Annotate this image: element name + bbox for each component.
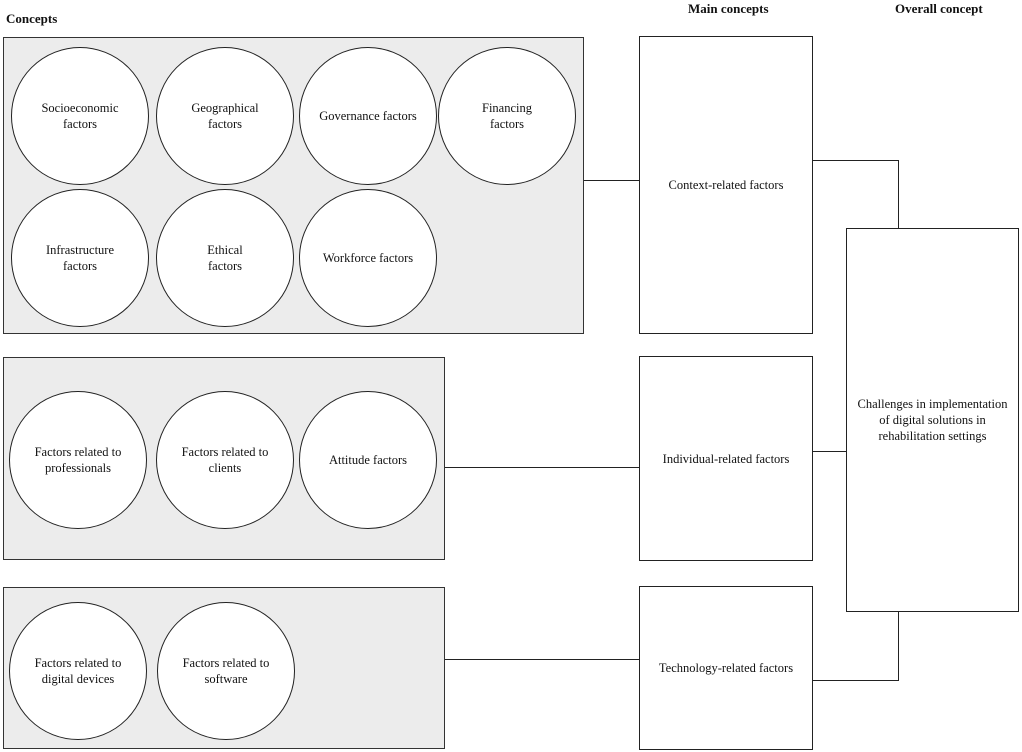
- overall-concept-box: Challenges in implementation of digital …: [846, 228, 1019, 612]
- main-concepts-header: Main concepts: [688, 1, 769, 16]
- concept-circle-socioeconomic: Socioeconomic factors: [11, 47, 149, 185]
- connector-technology-main-up: [898, 611, 900, 681]
- connector-technology-group-to-main: [444, 659, 640, 661]
- concept-circle-clients: Factors related to clients: [156, 391, 294, 529]
- concepts-header: Concepts: [6, 11, 58, 26]
- concept-circle-governance: Governance factors: [299, 47, 437, 185]
- concept-circle-attitude: Attitude factors: [299, 391, 437, 529]
- connector-context-group-to-main: [583, 180, 640, 182]
- concept-group-context: Socioeconomic factors Geographical facto…: [3, 37, 584, 334]
- concept-circle-digital-devices: Factors related to digital devices: [9, 602, 147, 740]
- main-concept-context: Context-related factors: [639, 36, 813, 334]
- connector-individual-main-out: [812, 451, 847, 453]
- concept-group-technology: Factors related to digital devices Facto…: [3, 587, 445, 749]
- connector-context-main-down: [898, 160, 900, 229]
- concept-circle-infrastructure: Infrastructure factors: [11, 189, 149, 327]
- concept-group-individual: Factors related to professionals Factors…: [3, 357, 445, 560]
- overall-concept-header: Overall concept: [895, 1, 983, 16]
- concept-circle-workforce: Workforce factors: [299, 189, 437, 327]
- concept-circle-software: Factors related to software: [157, 602, 295, 740]
- concept-circle-geographical: Geographical factors: [156, 47, 294, 185]
- main-concept-technology: Technology-related factors: [639, 586, 813, 750]
- connector-individual-group-to-main: [444, 467, 640, 469]
- concept-circle-financing: Financing factors: [438, 47, 576, 185]
- concept-circle-professionals: Factors related to professionals: [9, 391, 147, 529]
- connector-technology-main-out: [812, 680, 899, 682]
- main-concept-individual: Individual-related factors: [639, 356, 813, 561]
- concept-circle-ethical: Ethical factors: [156, 189, 294, 327]
- connector-context-main-out: [812, 160, 899, 162]
